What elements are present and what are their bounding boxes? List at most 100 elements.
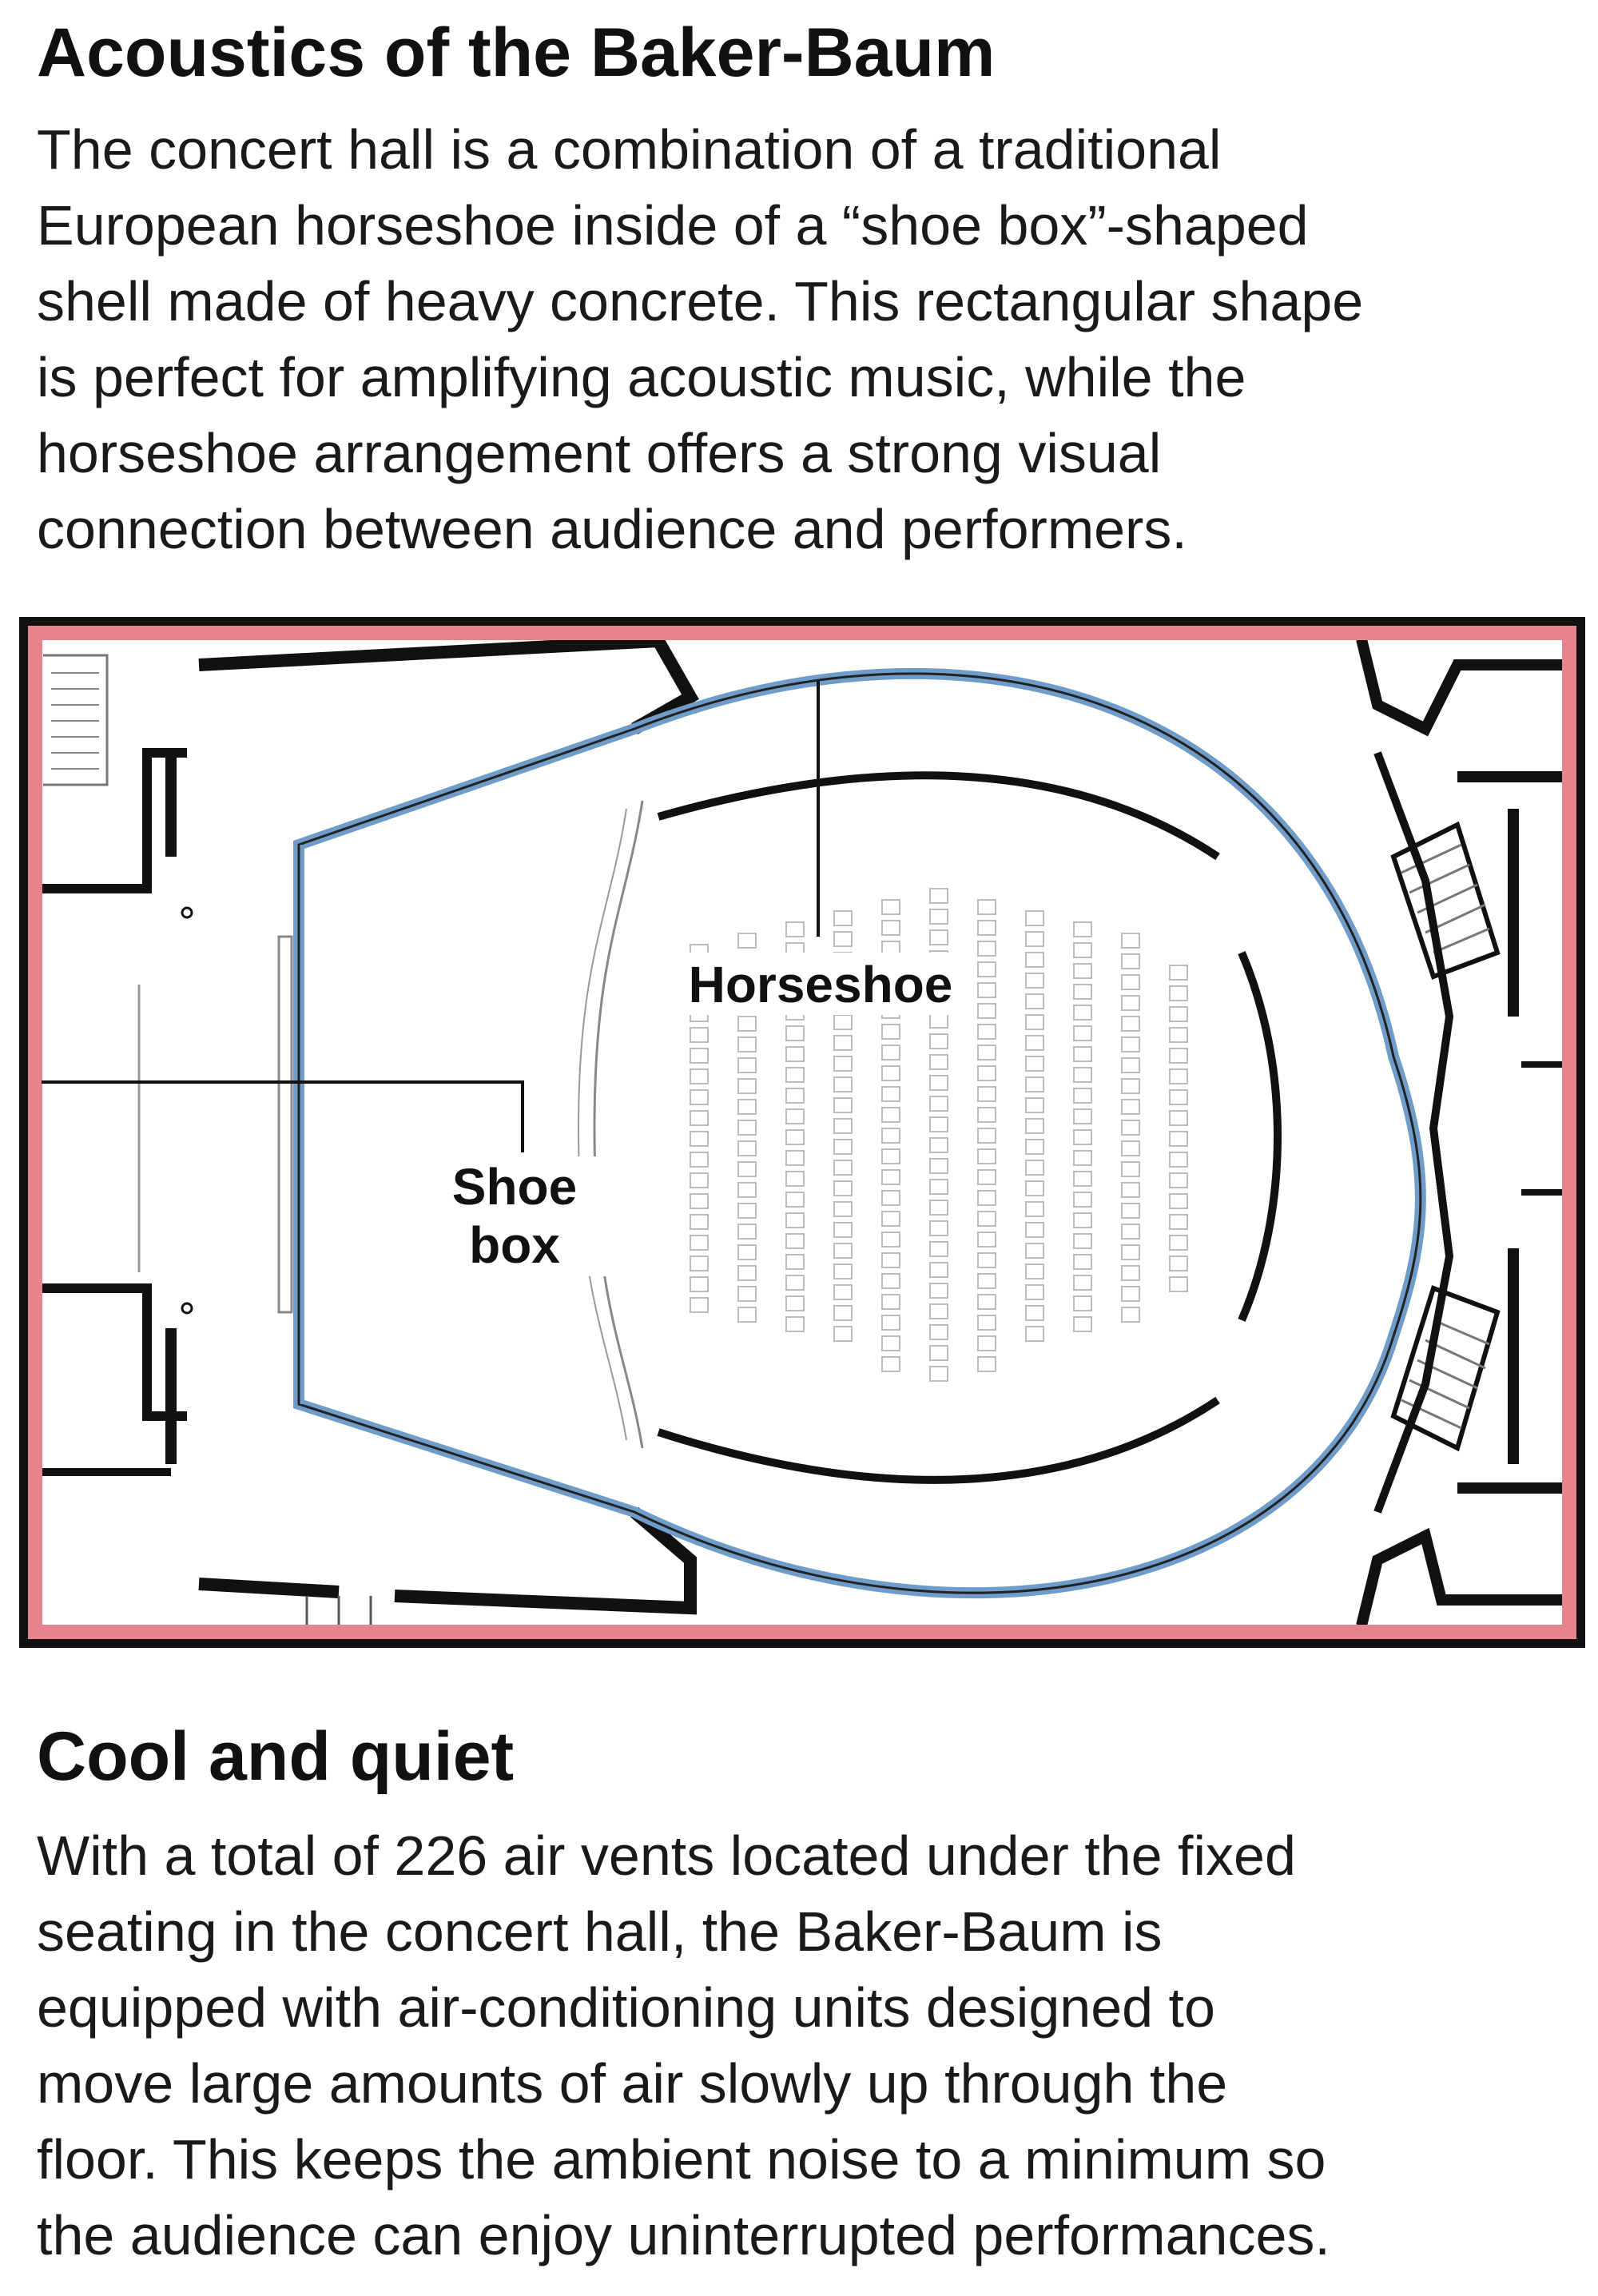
seat — [977, 1086, 996, 1102]
seat — [1169, 1193, 1188, 1209]
seat — [737, 1224, 757, 1240]
seat — [1025, 1097, 1044, 1113]
seat — [1121, 1057, 1140, 1073]
seat — [785, 1129, 805, 1145]
intro-paragraph: The concert hall is a combination of a t… — [37, 112, 1363, 567]
seat — [833, 1076, 853, 1092]
seat — [1025, 1180, 1044, 1196]
seat — [881, 1294, 900, 1310]
seat — [690, 1110, 709, 1126]
detail-line: the audience can enjoy uninterrupted per… — [37, 2204, 1330, 2266]
horseshoe-label-bg — [665, 953, 976, 1015]
seat — [1025, 931, 1044, 947]
seat — [737, 1078, 757, 1094]
seat — [1073, 1108, 1092, 1124]
seat — [929, 1324, 948, 1340]
seat — [1025, 1263, 1044, 1279]
seat — [737, 1057, 757, 1073]
seat — [785, 1171, 805, 1187]
seat — [1121, 1078, 1140, 1094]
seat — [929, 888, 948, 904]
seat — [737, 1037, 757, 1052]
stair-outline — [1390, 1285, 1501, 1452]
right-door-wall — [1521, 1061, 1563, 1196]
seat — [1073, 1171, 1092, 1187]
seat — [1025, 952, 1044, 968]
seat — [1121, 1016, 1140, 1032]
seat — [737, 1016, 757, 1032]
seat — [1073, 1025, 1092, 1041]
building-walls — [19, 617, 1585, 1648]
seat — [1121, 1265, 1140, 1281]
seat — [1025, 1305, 1044, 1321]
seat — [1073, 1005, 1092, 1021]
seat — [977, 1003, 996, 1019]
seat — [833, 1056, 853, 1072]
seat — [1169, 1089, 1188, 1105]
seat — [929, 1262, 948, 1278]
shoe-box-callout-line — [42, 1080, 524, 1152]
seat — [929, 1345, 948, 1361]
seat — [881, 1190, 900, 1206]
door-marks — [305, 1596, 372, 1626]
seat — [929, 1179, 948, 1195]
seat — [737, 1244, 757, 1260]
seat — [785, 1254, 805, 1270]
seat — [690, 1152, 709, 1168]
seat — [833, 910, 853, 926]
seat — [929, 1054, 948, 1070]
seat — [785, 1108, 805, 1124]
seat — [929, 929, 948, 945]
stair-outline — [1390, 821, 1501, 980]
column-marker — [181, 1302, 193, 1315]
shoe-box-label-bg — [435, 1156, 610, 1276]
seat — [1169, 1172, 1188, 1188]
seat — [785, 1025, 805, 1041]
seat — [1169, 1235, 1188, 1251]
seat — [977, 941, 996, 957]
seat — [881, 1065, 900, 1081]
seat — [1025, 1222, 1044, 1238]
seat — [977, 1232, 996, 1247]
seat — [881, 1356, 900, 1372]
seat — [1073, 963, 1092, 979]
seat — [1025, 1035, 1044, 1051]
seat — [1073, 1046, 1092, 1062]
seat — [977, 920, 996, 936]
seat — [1169, 1068, 1188, 1084]
lower-wall — [198, 1578, 340, 1598]
seat — [1073, 1088, 1092, 1104]
seat — [1121, 1037, 1140, 1052]
intro-line: connection between audience and performe… — [37, 498, 1187, 560]
page-title: Acoustics of the Baker-Baum — [37, 14, 996, 91]
seat — [833, 1180, 853, 1196]
seat — [690, 1214, 709, 1230]
column-marker — [181, 906, 193, 919]
seat — [1169, 1255, 1188, 1271]
seat — [929, 1096, 948, 1112]
intro-line: shell made of heavy concrete. This recta… — [37, 270, 1364, 332]
hall-shell — [277, 667, 1426, 1599]
hall-shell-inner-line — [297, 672, 1422, 1594]
seat — [785, 1067, 805, 1083]
seat — [977, 1148, 996, 1164]
seat — [785, 1150, 805, 1166]
seat — [881, 1315, 900, 1331]
seat — [833, 1118, 853, 1134]
seat — [977, 1065, 996, 1081]
seat — [977, 899, 996, 915]
seat — [929, 1075, 948, 1091]
detail-line: floor. This keeps the ambient noise to a… — [37, 2128, 1326, 2191]
seat — [1025, 1076, 1044, 1092]
floor-plan-diagram: Horseshoe Shoe box — [19, 617, 1585, 1648]
seat — [929, 1158, 948, 1174]
seat — [929, 909, 948, 925]
seat — [977, 1107, 996, 1123]
shoe-box-outline — [28, 626, 1576, 1639]
seat — [1073, 1295, 1092, 1311]
seat — [1121, 1120, 1140, 1136]
seat — [833, 1201, 853, 1217]
seat — [785, 1212, 805, 1228]
seat — [1025, 1056, 1044, 1072]
seat — [1121, 995, 1140, 1011]
